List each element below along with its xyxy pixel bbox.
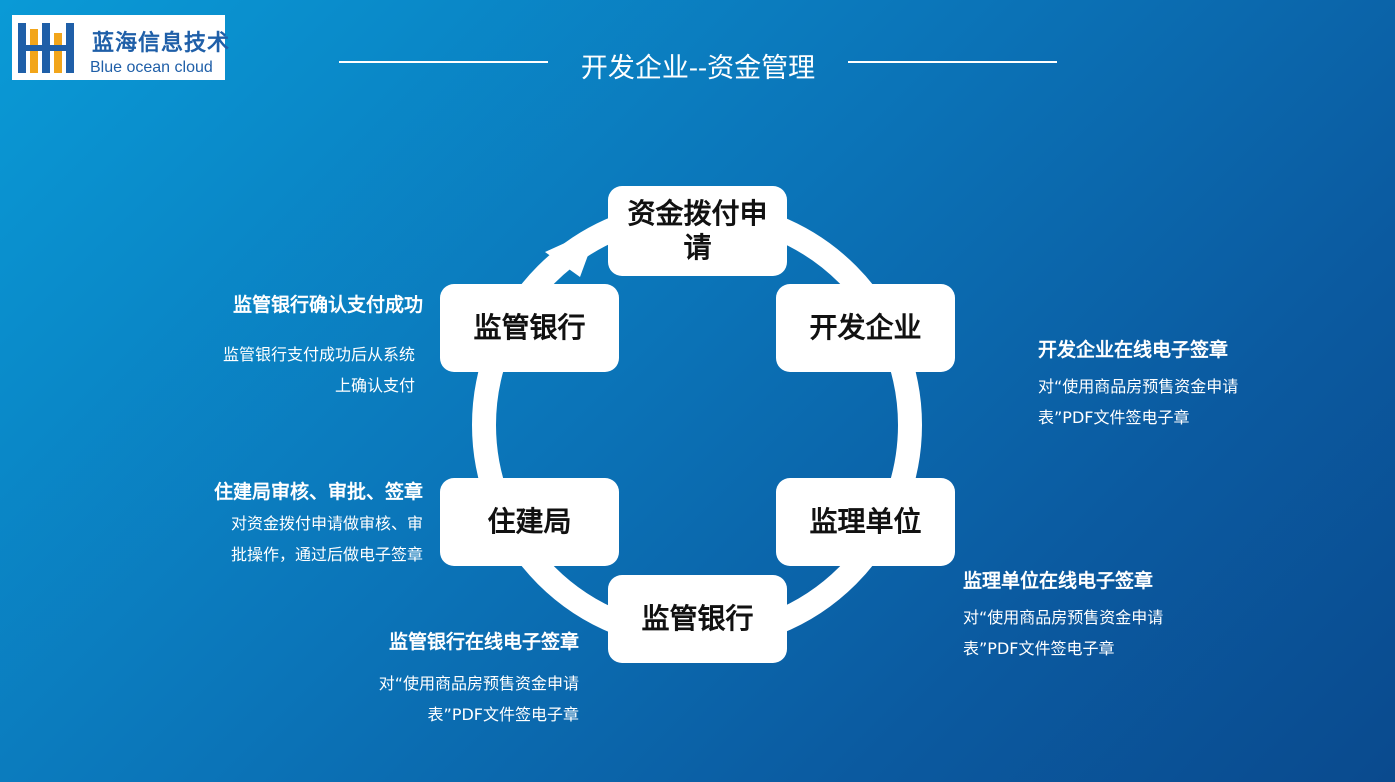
desc-line: 监管银行支付成功后从系统 — [222, 345, 415, 364]
node-developer: 开发企业 — [776, 284, 955, 372]
desc-line: 对“使用商品房预售资金申请 — [378, 674, 579, 693]
desc-line: 表”PDF文件签电子章 — [1038, 408, 1190, 427]
desc-line: 上确认支付 — [334, 376, 415, 395]
node-bank-sign: 监管银行 — [608, 575, 787, 663]
node-housing-bureau: 住建局 — [440, 478, 619, 566]
logo-name-cn: 蓝海信息技术 — [92, 31, 231, 56]
desc-bank-sign: 监管银行在线电子签章 对“使用商品房预售资金申请 表”PDF文件签电子章 — [379, 630, 579, 730]
cycle-arrow-icon — [545, 228, 598, 277]
page-title: 开发企业--资金管理 — [580, 53, 816, 84]
desc-developer: 开发企业在线电子签章 对“使用商品房预售资金申请 表”PDF文件签电子章 — [1038, 338, 1238, 433]
company-logo: 蓝海信息技术 Blue ocean cloud — [12, 15, 229, 80]
desc-line: 对资金拨付申请做审核、审 — [230, 514, 423, 533]
desc-heading: 监管银行在线电子签章 — [388, 631, 579, 653]
desc-heading: 监理单位在线电子签章 — [963, 570, 1154, 592]
desc-heading: 住建局审核、审批、签章 — [213, 481, 423, 503]
desc-line: 对“使用商品房预售资金申请 — [963, 608, 1164, 627]
title-divider-left — [339, 61, 548, 63]
desc-heading: 监管银行确认支付成功 — [232, 294, 423, 316]
logo-mark-icon — [18, 23, 74, 73]
desc-line: 表”PDF文件签电子章 — [427, 705, 579, 724]
logo-name-en: Blue ocean cloud — [90, 59, 213, 76]
desc-housing-bureau: 住建局审核、审批、签章 对资金拨付申请做审核、审 批操作，通过后做电子签章 — [214, 480, 423, 570]
node-bank-confirm: 监管银行 — [440, 284, 619, 372]
desc-line: 表”PDF文件签电子章 — [963, 639, 1115, 658]
node-supervisor: 监理单位 — [776, 478, 955, 566]
desc-heading: 开发企业在线电子签章 — [1038, 339, 1229, 361]
title-divider-right — [848, 61, 1057, 63]
desc-bank-confirm: 监管银行确认支付成功 监管银行支付成功后从系统 上确认支付 — [223, 293, 423, 401]
desc-supervisor: 监理单位在线电子签章 对“使用商品房预售资金申请 表”PDF文件签电子章 — [963, 569, 1163, 664]
node-fund-application: 资金拨付申请 — [608, 186, 787, 276]
desc-line: 对“使用商品房预售资金申请 — [1038, 377, 1239, 396]
desc-line: 批操作，通过后做电子签章 — [230, 545, 423, 564]
